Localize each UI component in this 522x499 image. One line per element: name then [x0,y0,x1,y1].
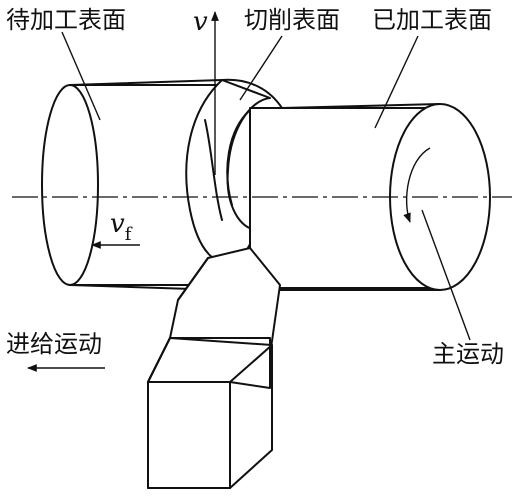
velocity-label: v [193,7,208,37]
unmachined-cylinder [41,79,226,291]
label-feed-motion: 进给运动 [6,330,102,358]
leader-unmachined [61,31,101,121]
label-unmachined-surface: 待加工表面 [6,6,126,34]
feed-velocity-symbol: v [110,209,125,239]
leader-main-motion [421,209,471,341]
label-cutting-surface: 切削表面 [244,6,340,34]
machined-cylinder [226,103,491,291]
feed-velocity-label: vf [110,209,133,245]
label-main-motion: 主运动 [432,340,504,368]
feed-velocity-subscript: f [125,224,133,245]
leader-cutting [239,35,283,101]
leader-machined [374,35,419,129]
cutting-tool [147,247,281,489]
label-machined-surface: 已加工表面 [372,6,492,34]
